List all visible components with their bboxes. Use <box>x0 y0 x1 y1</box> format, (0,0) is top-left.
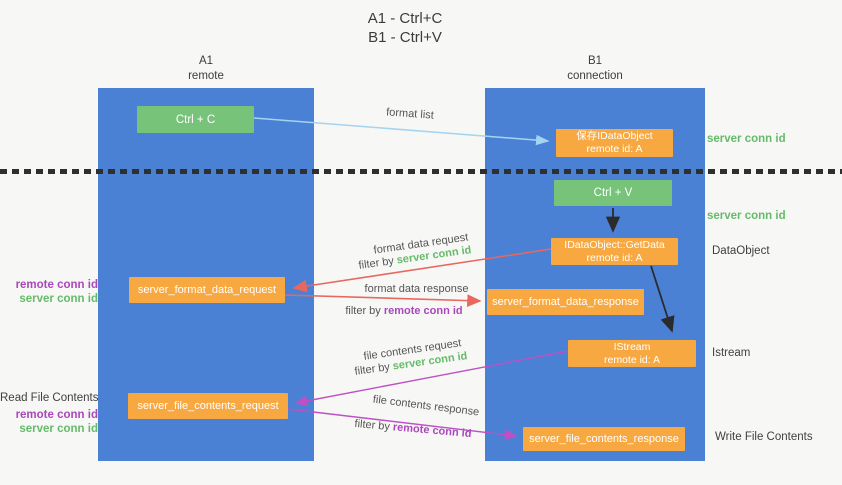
ctrl-v-label: Ctrl + V <box>593 187 633 199</box>
ctrl-c-label: Ctrl + C <box>175 113 216 126</box>
istream-side-label: Istream <box>712 347 751 359</box>
save-idataobject-box: 保存IDataObject remote id: A <box>556 129 673 157</box>
format-request-conn-ids: remote conn id server conn id <box>0 278 98 306</box>
title-line-1: A1 - Ctrl+C <box>367 10 443 27</box>
dotted-separator-line <box>0 169 842 174</box>
ctrl-c-box: Ctrl + C <box>137 106 254 133</box>
file-contents-request-arrow <box>294 350 569 407</box>
format-data-response-arrow <box>284 294 482 308</box>
getdata-line2: remote id: A <box>586 251 643 264</box>
write-file-contents-label: Write File Contents <box>715 431 813 443</box>
getdata-line1: IDataObject::GetData <box>564 238 665 251</box>
file-contents-response-arrow <box>287 408 518 441</box>
column-a1-name: A1 <box>198 55 214 67</box>
getdata-to-istream-arrow <box>650 265 675 333</box>
column-header-a1: A1 remote <box>98 54 314 84</box>
server-format-data-response-box: server_format_data_response <box>487 289 644 315</box>
server-file-contents-request-box: server_file_contents_request <box>128 393 288 419</box>
title-line-2: B1 - Ctrl+V <box>368 29 442 46</box>
file-remote-conn-id-label: remote conn id <box>15 409 98 421</box>
column-b1-subtitle: connection <box>567 70 623 82</box>
diagram-title: A1 - Ctrl+C B1 - Ctrl+V <box>300 9 510 47</box>
format-remote-conn-id-label: remote conn id <box>15 279 98 291</box>
save-idataobject-line1: 保存IDataObject <box>576 130 653 142</box>
column-a1-subtitle: remote <box>188 70 224 82</box>
read-file-contents-label: Read File Contents <box>0 392 99 404</box>
istream-box: IStream remote id: A <box>568 340 696 367</box>
format-list-arrow <box>253 117 550 146</box>
format-data-response-label: format data response <box>364 283 469 295</box>
server-file-contents-response-box: server_file_contents_response <box>523 427 685 451</box>
server-format-data-request-label: server_format_data_request <box>137 284 277 296</box>
format-server-conn-id-label: server conn id <box>19 293 98 305</box>
server-format-data-request-box: server_format_data_request <box>129 277 285 303</box>
istream-line2: remote id: A <box>603 353 661 366</box>
format-data-request-arrow <box>292 248 552 293</box>
filter-by-value-2: remote conn id <box>383 305 463 317</box>
server-conn-id-label-top: server conn id <box>707 133 786 145</box>
ctrl-v-box: Ctrl + V <box>554 180 672 206</box>
dataobject-label: DataObject <box>712 245 770 257</box>
server-file-contents-response-label: server_file_contents_response <box>529 433 679 445</box>
column-b1-name: B1 <box>587 55 603 67</box>
file-server-conn-id-label: server conn id <box>19 423 98 435</box>
filter-by-prefix-2: filter by <box>345 305 381 317</box>
istream-line1: IStream <box>613 340 651 353</box>
column-header-b1: B1 connection <box>485 54 705 84</box>
save-idataobject-line2: remote id: A <box>586 143 643 155</box>
server-file-contents-request-label: server_file_contents_request <box>137 400 279 412</box>
idataobject-getdata-box: IDataObject::GetData remote id: A <box>551 238 678 265</box>
server-conn-id-label-mid: server conn id <box>707 210 786 222</box>
file-request-conn-ids: remote conn id server conn id <box>0 408 98 436</box>
server-format-data-response-label: server_format_data_response <box>492 296 639 308</box>
